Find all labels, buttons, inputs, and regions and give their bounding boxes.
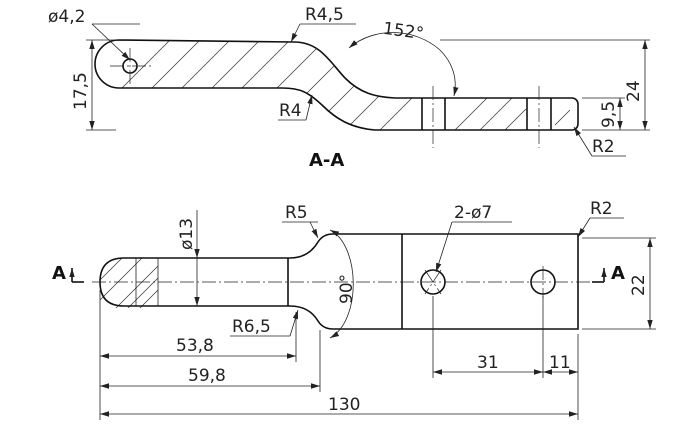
- dim-radius-top: R4,5: [305, 5, 344, 25]
- dim-angle-section: 152°: [382, 19, 425, 45]
- dim-shank-diameter: ø13: [177, 218, 197, 250]
- dim-overall-length: 130: [328, 395, 360, 415]
- dim-width: 22: [629, 274, 649, 296]
- section-hatching-right: [454, 97, 571, 131]
- dim-angle-plan: 90°: [337, 274, 357, 304]
- dim-radius-fillet: R6,5: [232, 317, 271, 337]
- section-view: ø4,2 R4,5 152° R4 17,5 9,5 24 R2 A-A: [48, 5, 650, 171]
- section-outline: [94, 39, 579, 131]
- dim-radius-bend: R4: [279, 101, 302, 121]
- dim-radius-corner: R2: [590, 199, 613, 219]
- dim-height-total: 24: [624, 80, 644, 102]
- dim-hole-to-end: 11: [549, 353, 571, 373]
- plan-view: A A ø13 R5 2-ø7 R2 90° R6,5: [52, 199, 656, 420]
- section-marker-left: A: [52, 263, 66, 284]
- dim-hole-diameter: ø4,2: [48, 7, 85, 27]
- section-hatching: [99, 40, 422, 130]
- dim-radius-neck: R5: [285, 203, 308, 223]
- dim-length-53: 53,8: [176, 336, 214, 356]
- section-label: A-A: [309, 150, 344, 171]
- dim-holes: 2-ø7: [454, 203, 492, 223]
- dim-radius-end: R2: [592, 137, 615, 157]
- dim-length-59: 59,8: [188, 366, 226, 386]
- head-hatching: [100, 258, 158, 308]
- dim-hole-spacing: 31: [477, 353, 499, 373]
- section-marker-right: A: [611, 263, 625, 284]
- dim-height-right: 9,5: [599, 101, 619, 128]
- dim-height-left: 17,5: [71, 72, 91, 110]
